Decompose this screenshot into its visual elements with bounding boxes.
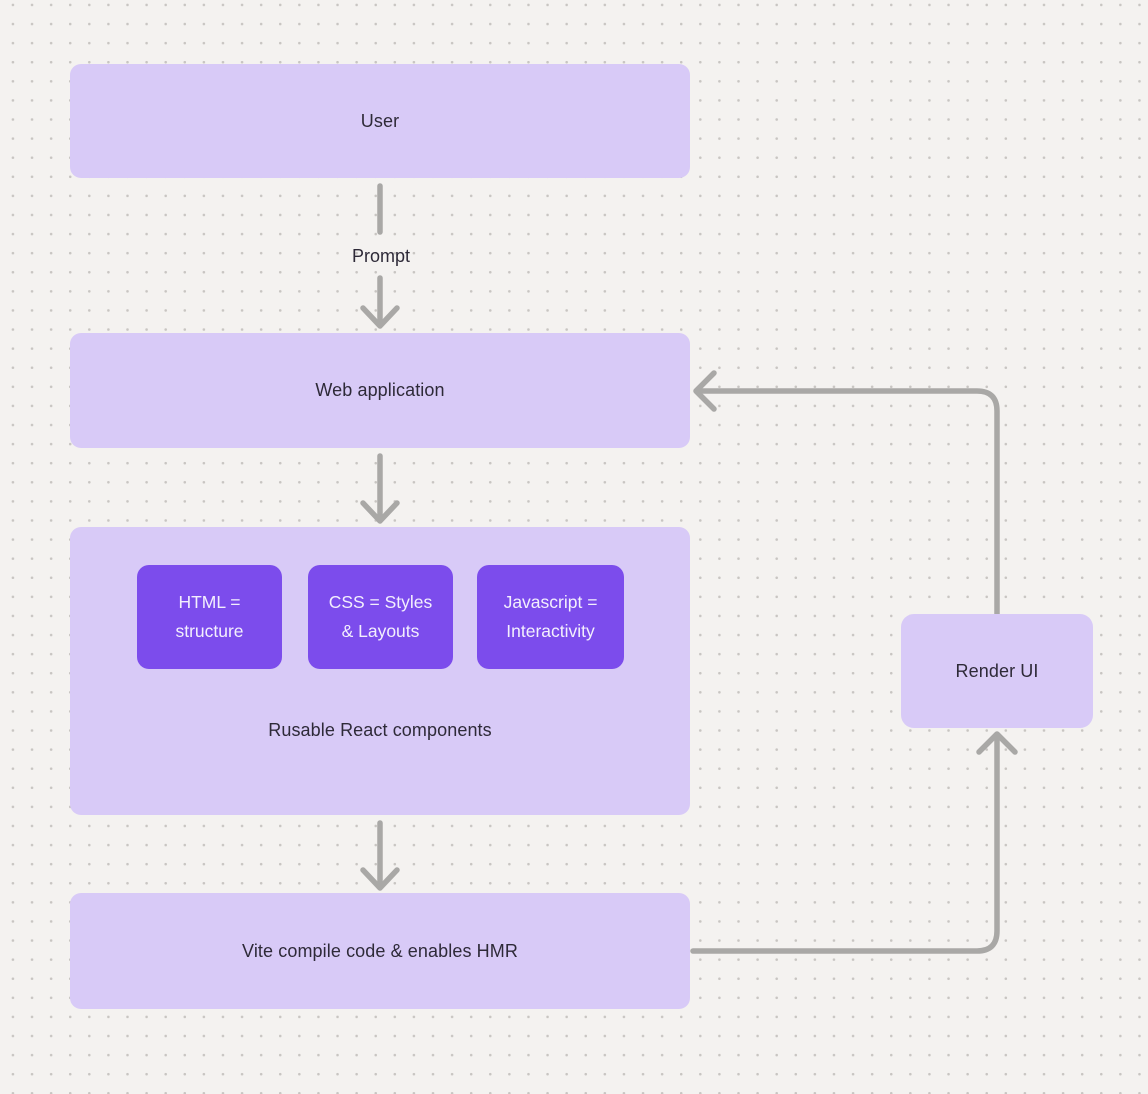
node-render-ui-label: Render UI xyxy=(955,660,1039,681)
node-html-label: HTML = structure xyxy=(175,592,244,641)
edge-vite-to-renderui-arrowhead-icon xyxy=(976,731,1018,755)
node-html[interactable]: HTML = structure xyxy=(137,565,282,669)
node-web-application[interactable]: Web application xyxy=(70,333,690,448)
edge-vite-to-renderui-line xyxy=(690,736,1000,954)
node-javascript[interactable]: Javascript = Interactivity xyxy=(477,565,624,669)
edge-label-prompt: Prompt xyxy=(351,246,411,266)
node-user-label: User xyxy=(360,110,400,131)
edge-webapp-to-components-arrowhead-icon xyxy=(360,500,400,524)
node-css-label: CSS = Styles & Layouts xyxy=(328,592,433,641)
node-vite-label: Vite compile code & enables HMR xyxy=(242,940,518,961)
edge-renderui-to-webapp-line xyxy=(699,388,1000,617)
node-render-ui[interactable]: Render UI xyxy=(901,614,1093,728)
node-web-application-label: Web application xyxy=(315,380,445,400)
edge-user-to-webapp-arrowhead-icon xyxy=(360,305,400,329)
node-javascript-label: Javascript = Interactivity xyxy=(503,592,598,641)
node-vite[interactable]: Vite compile code & enables HMR xyxy=(70,893,690,1009)
edge-components-to-vite-arrowhead-icon xyxy=(360,867,400,891)
node-components-container[interactable]: HTML = structure CSS = Styles & Layouts … xyxy=(70,527,690,815)
node-user[interactable]: User xyxy=(70,64,690,178)
node-css[interactable]: CSS = Styles & Layouts xyxy=(308,565,453,669)
node-components-caption: Rusable React components xyxy=(268,720,492,740)
edge-renderui-to-webapp-arrowhead-icon xyxy=(693,370,717,412)
